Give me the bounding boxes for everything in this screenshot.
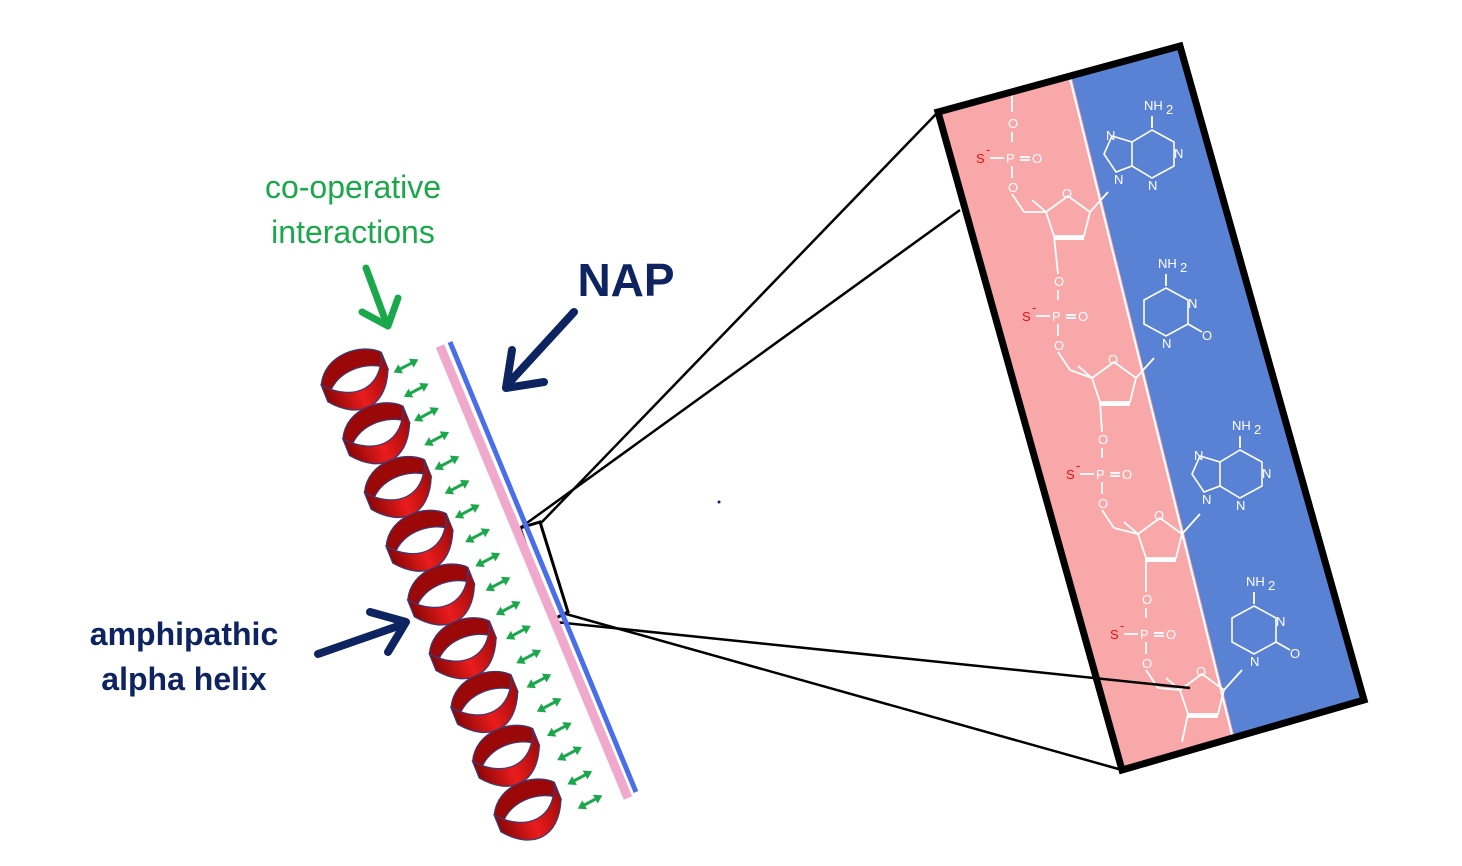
svg-text:O: O	[1008, 180, 1018, 195]
double-headed-arrow-icon	[424, 431, 450, 446]
svg-text:2: 2	[1268, 578, 1275, 593]
helix-turn	[471, 724, 541, 787]
svg-text:N: N	[1202, 492, 1211, 507]
svg-text:2: 2	[1180, 260, 1187, 275]
double-headed-arrow-icon	[546, 722, 572, 737]
helix-turn	[363, 455, 433, 519]
stray-dot	[717, 500, 721, 504]
svg-text:N: N	[1148, 178, 1157, 193]
svg-text:O: O	[1202, 328, 1212, 343]
nap-label: NAP	[577, 254, 674, 306]
svg-text:P: P	[1052, 309, 1061, 324]
svg-text:N: N	[1262, 466, 1271, 481]
svg-text:N: N	[1162, 336, 1171, 351]
svg-text:O: O	[1166, 627, 1176, 642]
double-headed-arrow-icon	[526, 673, 552, 689]
svg-text:2: 2	[1166, 102, 1173, 117]
double-headed-arrow-icon	[475, 552, 501, 568]
double-headed-arrow-icon	[454, 504, 480, 519]
svg-text:O: O	[1154, 508, 1164, 523]
svg-text:O: O	[1108, 352, 1118, 367]
svg-text:P: P	[1006, 151, 1015, 166]
svg-text:P: P	[1096, 467, 1105, 482]
double-headed-arrow-icon	[485, 576, 511, 592]
svg-text:O: O	[1290, 646, 1300, 661]
svg-text:S: S	[1110, 627, 1119, 642]
svg-text:N: N	[1106, 128, 1115, 143]
svg-text:N: N	[1188, 296, 1197, 311]
helix-pointer-arrow-icon	[314, 608, 410, 658]
double-headed-arrow-icon	[536, 697, 562, 713]
svg-text:-: -	[1076, 458, 1080, 473]
double-headed-arrow-icon	[495, 600, 521, 616]
svg-text:O: O	[1142, 656, 1152, 671]
helix-turn	[341, 402, 411, 465]
svg-text:N: N	[1114, 172, 1123, 187]
double-headed-arrow-icon	[393, 358, 419, 374]
nap-pointer-arrow-icon	[502, 308, 578, 392]
svg-text:O: O	[1196, 664, 1206, 679]
region-boundary	[1057, 46, 1249, 770]
helix-label-line2: alpha helix	[101, 661, 267, 697]
helix-turn	[428, 617, 498, 680]
double-headed-arrow-icon	[465, 528, 490, 543]
svg-text:-: -	[1032, 300, 1036, 315]
cooperative-interaction-arrows	[393, 358, 603, 810]
zoom-box-border	[933, 41, 1369, 775]
svg-text:S: S	[1022, 309, 1031, 324]
svg-text:P: P	[1140, 627, 1149, 642]
svg-text:2: 2	[1254, 422, 1261, 437]
svg-text:O: O	[1062, 186, 1072, 201]
svg-text:N: N	[1276, 614, 1285, 629]
svg-text:-: -	[1120, 618, 1124, 633]
svg-text:S: S	[976, 151, 985, 166]
double-headed-arrow-icon	[434, 455, 460, 471]
zoom-lines	[518, 111, 1191, 772]
helix-turn	[493, 778, 563, 841]
svg-text:N: N	[1174, 146, 1183, 161]
helix-turn	[406, 563, 476, 626]
double-headed-arrow-icon	[567, 770, 593, 786]
svg-text:N: N	[1236, 498, 1245, 513]
svg-text:NH: NH	[1246, 574, 1265, 589]
svg-text:NH: NH	[1158, 256, 1177, 271]
cooperative-pointer-arrow-icon	[358, 264, 402, 330]
svg-text:O: O	[1098, 432, 1108, 447]
svg-text:N: N	[1194, 448, 1203, 463]
svg-text:O: O	[1122, 467, 1132, 482]
double-headed-arrow-icon	[444, 479, 470, 495]
svg-text:O: O	[1098, 496, 1108, 511]
svg-text:O: O	[1032, 151, 1042, 166]
svg-text:O: O	[1054, 274, 1064, 289]
helix-turn	[449, 670, 519, 734]
double-headed-arrow-icon	[403, 382, 429, 398]
alpha-helix	[320, 348, 563, 841]
helix-label-line1: amphipathic	[90, 616, 278, 652]
svg-text:O: O	[1008, 116, 1018, 131]
cooperative-label-line1: co-operative	[265, 169, 441, 205]
double-headed-arrow-icon	[506, 625, 531, 640]
cooperative-label-line2: interactions	[271, 214, 435, 250]
double-headed-arrow-icon	[577, 794, 603, 810]
membrane	[435, 341, 639, 800]
hydrophilic-label: hydrophilic	[1272, 204, 1383, 430]
svg-text:O: O	[1142, 592, 1152, 607]
svg-text:N: N	[1250, 654, 1259, 669]
svg-text:O: O	[1054, 338, 1064, 353]
svg-text:-: -	[986, 142, 990, 157]
svg-text:NH: NH	[1144, 98, 1163, 113]
helix-turn	[384, 509, 455, 572]
svg-text:S: S	[1066, 467, 1075, 482]
double-headed-arrow-icon	[516, 649, 542, 664]
double-headed-arrow-icon	[557, 746, 582, 761]
double-headed-arrow-icon	[414, 407, 439, 422]
svg-text:NH: NH	[1232, 418, 1251, 433]
helix-turn	[320, 348, 390, 411]
svg-text:O: O	[1078, 309, 1088, 324]
